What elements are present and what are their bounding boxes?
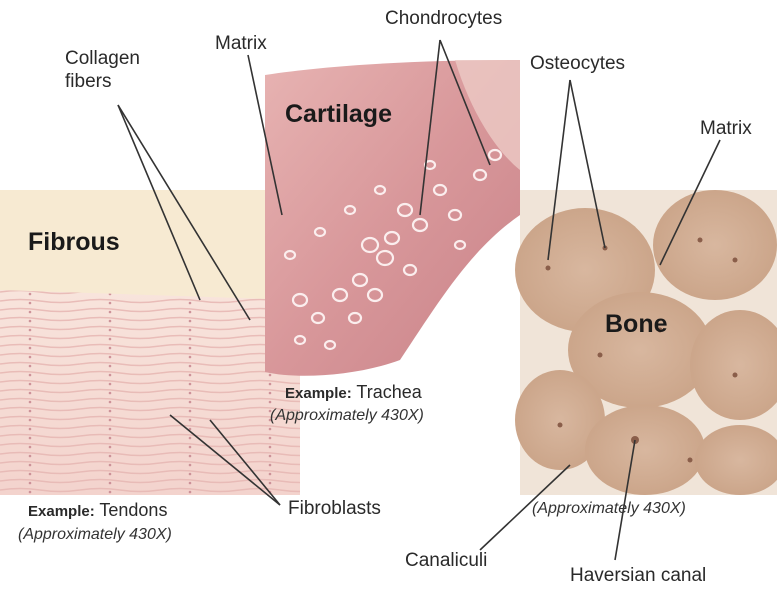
osteocytes-label: Osteocytes (530, 53, 625, 75)
canaliculi-label: Canaliculi (405, 550, 487, 572)
chondrocytes-label: Chondrocytes (385, 8, 502, 30)
haversian-canal-label: Haversian canal (570, 565, 706, 587)
fibrous-example: Example: Tendons (28, 500, 167, 521)
fibrous-magnification: (Approximately 430X) (18, 526, 172, 544)
cartilage-example: Example: Trachea (285, 382, 422, 403)
matrix-bone-label: Matrix (700, 118, 752, 140)
bone-title: Bone (605, 310, 668, 339)
fibroblasts-label: Fibroblasts (288, 498, 381, 520)
bone-magnification: (Approximately 430X) (532, 500, 686, 518)
collagen-fibers-label: Collagen fibers (65, 47, 140, 93)
cartilage-title: Cartilage (285, 100, 392, 129)
cartilage-magnification: (Approximately 430X) (270, 407, 424, 425)
fibrous-title: Fibrous (28, 228, 120, 257)
fibrous-example-value: Tendons (99, 500, 167, 520)
cartilage-example-value: Trachea (356, 382, 421, 402)
bone-tissue-panel (515, 190, 777, 495)
matrix-cartilage-label: Matrix (215, 33, 267, 55)
fibrous-example-label: Example: (28, 503, 95, 520)
cartilage-example-label: Example: (285, 385, 352, 402)
